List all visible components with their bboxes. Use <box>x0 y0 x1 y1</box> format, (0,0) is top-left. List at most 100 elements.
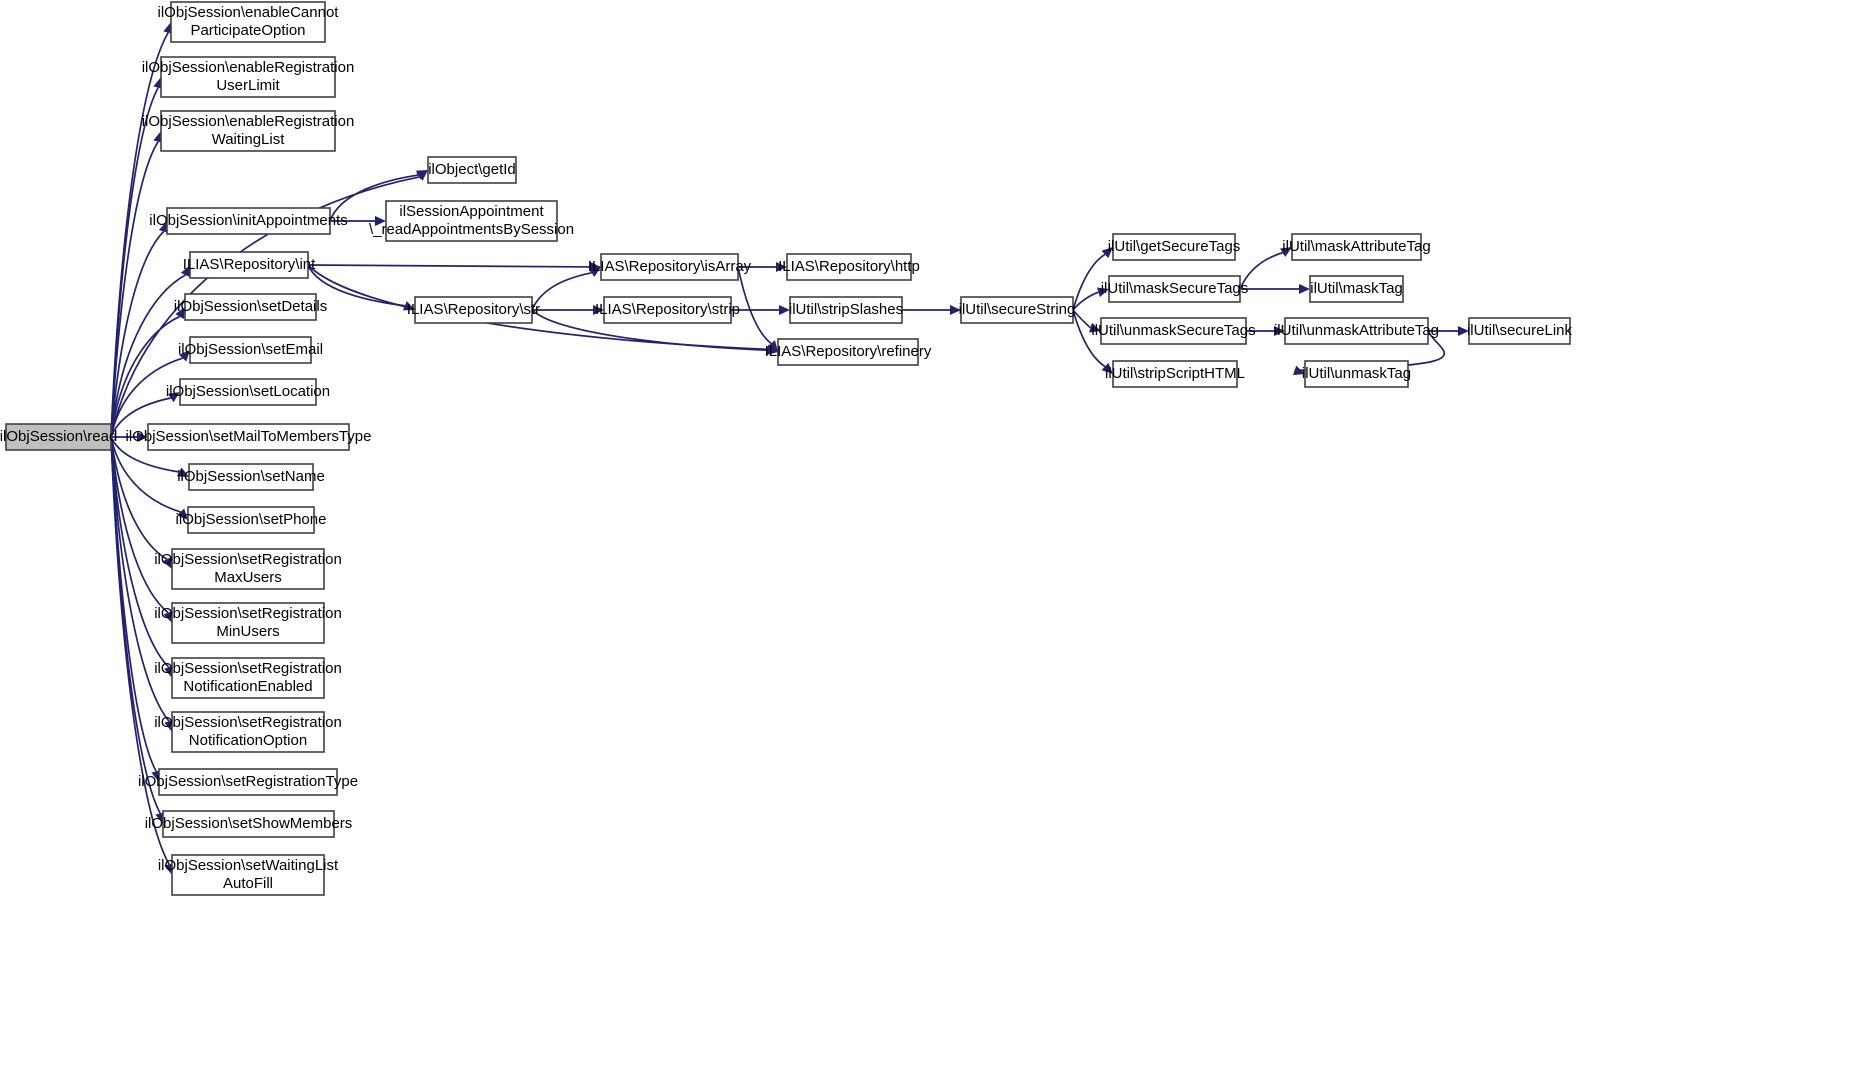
node-box-maskTag[interactable] <box>1309 275 1404 303</box>
node-repoInt[interactable]: ILIAS\Repository\int <box>183 251 316 279</box>
node-label-maskAttributeTag: ilUtil\maskAttributeTag <box>1282 238 1430 255</box>
edge-read-to-initAppointments <box>110 221 169 438</box>
node-isArray[interactable]: ILIAS\Repository\isArray <box>588 253 752 281</box>
node-http[interactable]: ILIAS\Repository\http <box>778 253 920 281</box>
node-box-repoInt[interactable] <box>189 251 309 279</box>
node-getSecureTags[interactable]: ilUtil\getSecureTags <box>1108 233 1241 261</box>
node-setShowMembers[interactable]: ilObjSession\setShowMembers <box>145 810 353 838</box>
node-unmaskTag[interactable]: ilUtil\unmaskTag <box>1302 360 1411 388</box>
node-box-secureLink[interactable] <box>1468 317 1571 345</box>
node-setEmail[interactable]: ilObjSession\setEmail <box>178 336 323 364</box>
node-box-setRegistrationNotificationOption[interactable] <box>171 711 325 753</box>
node-setLocation[interactable]: ilObjSession\setLocation <box>166 378 330 406</box>
node-box-getId[interactable] <box>427 156 517 184</box>
node-maskAttributeTag[interactable]: ilUtil\maskAttributeTag <box>1282 233 1431 261</box>
node-box-stripScriptHTML[interactable] <box>1112 360 1238 388</box>
node-getId[interactable]: ilObject\getId <box>427 156 517 184</box>
node-initAppointments[interactable]: ilObjSession\initAppointments <box>149 207 348 235</box>
node-secureLink[interactable]: ilUtil\secureLink <box>1467 317 1573 345</box>
node-box-http[interactable] <box>786 253 912 281</box>
edge-arrowhead <box>776 262 787 272</box>
node-read[interactable]: ilObjSession\read <box>0 423 117 451</box>
node-box-setRegistrationNotificationEnabled[interactable] <box>171 657 325 699</box>
node-setRegistrationNotificationOption[interactable]: ilObjSession\setRegistrationNotification… <box>154 711 342 753</box>
node-label-setWaitingListAutoFill: AutoFill <box>223 875 273 892</box>
node-maskSecureTags[interactable]: ilUtil\maskSecureTags <box>1101 275 1249 303</box>
node-box-read[interactable] <box>5 423 112 451</box>
node-box-enableRegistrationWaitingList[interactable] <box>160 110 336 152</box>
edge-arrowhead <box>168 392 180 403</box>
node-enableRegistrationWaitingList[interactable]: ilObjSession\enableRegistrationWaitingLi… <box>142 110 355 152</box>
call-edge <box>110 436 170 722</box>
node-box-setName[interactable] <box>188 463 314 491</box>
node-box-setWaitingListAutoFill[interactable] <box>171 854 325 896</box>
node-box-enableRegistrationUserLimit[interactable] <box>160 56 336 98</box>
edge-unmaskSecureTags-to-unmaskAttributeTag <box>1246 326 1285 336</box>
node-label-read: ilObjSession\read <box>0 428 117 445</box>
node-strip[interactable]: ILIAS\Repository\strip <box>595 296 740 324</box>
node-box-setRegistrationMaxUsers[interactable] <box>171 548 325 590</box>
call-edge <box>307 264 591 268</box>
call-edge <box>737 266 772 345</box>
node-box-isArray[interactable] <box>600 253 739 281</box>
node-secureString[interactable]: ilUtil\secureString <box>959 296 1076 324</box>
node-box-initAppointments[interactable] <box>166 207 331 235</box>
node-box-setPhone[interactable] <box>187 506 315 534</box>
node-box-setMailToMembersType[interactable] <box>147 423 350 451</box>
node-box-getSecureTags[interactable] <box>1112 233 1236 261</box>
node-box-setLocation[interactable] <box>179 378 317 406</box>
node-box-unmaskAttributeTag[interactable] <box>1284 317 1429 345</box>
edge-unmaskAttributeTag-to-secureLink <box>1428 326 1469 336</box>
call-edge <box>110 436 180 473</box>
node-box-maskAttributeTag[interactable] <box>1291 233 1422 261</box>
node-setDetails[interactable]: ilObjSession\setDetails <box>174 293 327 321</box>
node-label-getId: ilObject\getId <box>428 161 516 178</box>
node-box-setShowMembers[interactable] <box>162 810 335 838</box>
node-box-setRegistrationType[interactable] <box>158 768 338 796</box>
edge-arrowhead <box>589 267 601 278</box>
node-maskTag[interactable]: ilUtil\maskTag <box>1309 275 1404 303</box>
edge-arrowhead <box>1292 365 1305 376</box>
edge-arrowhead <box>1299 284 1310 294</box>
node-label-http: ILIAS\Repository\http <box>778 258 920 275</box>
node-label-setRegistrationMinUsers: ilObjSession\setRegistration <box>154 605 342 622</box>
node-box-setEmail[interactable] <box>189 336 312 364</box>
node-box-secureString[interactable] <box>960 296 1074 324</box>
node-box-strip[interactable] <box>603 296 732 324</box>
node-box-stripSlashes[interactable] <box>789 296 903 324</box>
node-box-readAppointmentsBySession[interactable] <box>385 200 558 242</box>
node-box-enableCannotParticipateOption[interactable] <box>170 1 326 43</box>
node-setRegistrationType[interactable]: ilObjSession\setRegistrationType <box>138 768 358 796</box>
node-unmaskSecureTags[interactable]: ilUtil\unmaskSecureTags <box>1091 317 1256 345</box>
edge-arrowhead <box>175 307 185 320</box>
node-setName[interactable]: ilObjSession\setName <box>177 463 325 491</box>
node-box-repoStr[interactable] <box>414 296 533 324</box>
node-refinery[interactable]: ILIAS\Repository\refinery <box>765 338 932 366</box>
node-repoStr[interactable]: ILIAS\Repository\str <box>407 296 540 324</box>
node-enableCannotParticipateOption[interactable]: ilObjSession\enableCannotParticipateOpti… <box>158 1 340 43</box>
node-stripSlashes[interactable]: ilUtil\stripSlashes <box>789 296 903 324</box>
node-stripScriptHTML[interactable]: ilUtil\stripScriptHTML <box>1105 360 1245 388</box>
call-edge <box>1072 291 1099 311</box>
node-box-unmaskSecureTags[interactable] <box>1100 317 1247 345</box>
node-label-unmaskSecureTags: ilUtil\unmaskSecureTags <box>1091 322 1255 339</box>
call-edge <box>329 174 419 222</box>
node-unmaskAttributeTag[interactable]: ilUtil\unmaskAttributeTag <box>1274 317 1439 345</box>
node-box-setDetails[interactable] <box>184 293 317 321</box>
node-setMailToMembersType[interactable]: ilObjSession\setMailToMembersType <box>126 423 372 451</box>
call-edge <box>1239 251 1283 290</box>
node-label-setMailToMembersType: ilObjSession\setMailToMembersType <box>126 428 372 445</box>
node-setPhone[interactable]: ilObjSession\setPhone <box>176 506 327 534</box>
node-box-refinery[interactable] <box>777 338 919 366</box>
edge-stripSlashes-to-secureString <box>902 305 961 315</box>
node-box-maskSecureTags[interactable] <box>1108 275 1241 303</box>
node-box-setRegistrationMinUsers[interactable] <box>171 602 325 644</box>
node-box-unmaskTag[interactable] <box>1304 360 1409 388</box>
node-setRegistrationNotificationEnabled[interactable]: ilObjSession\setRegistrationNotification… <box>154 657 342 699</box>
node-label-enableRegistrationUserLimit: UserLimit <box>216 77 280 94</box>
node-readAppointmentsBySession[interactable]: ilSessionAppointment\_readAppointmentsBy… <box>369 200 574 242</box>
